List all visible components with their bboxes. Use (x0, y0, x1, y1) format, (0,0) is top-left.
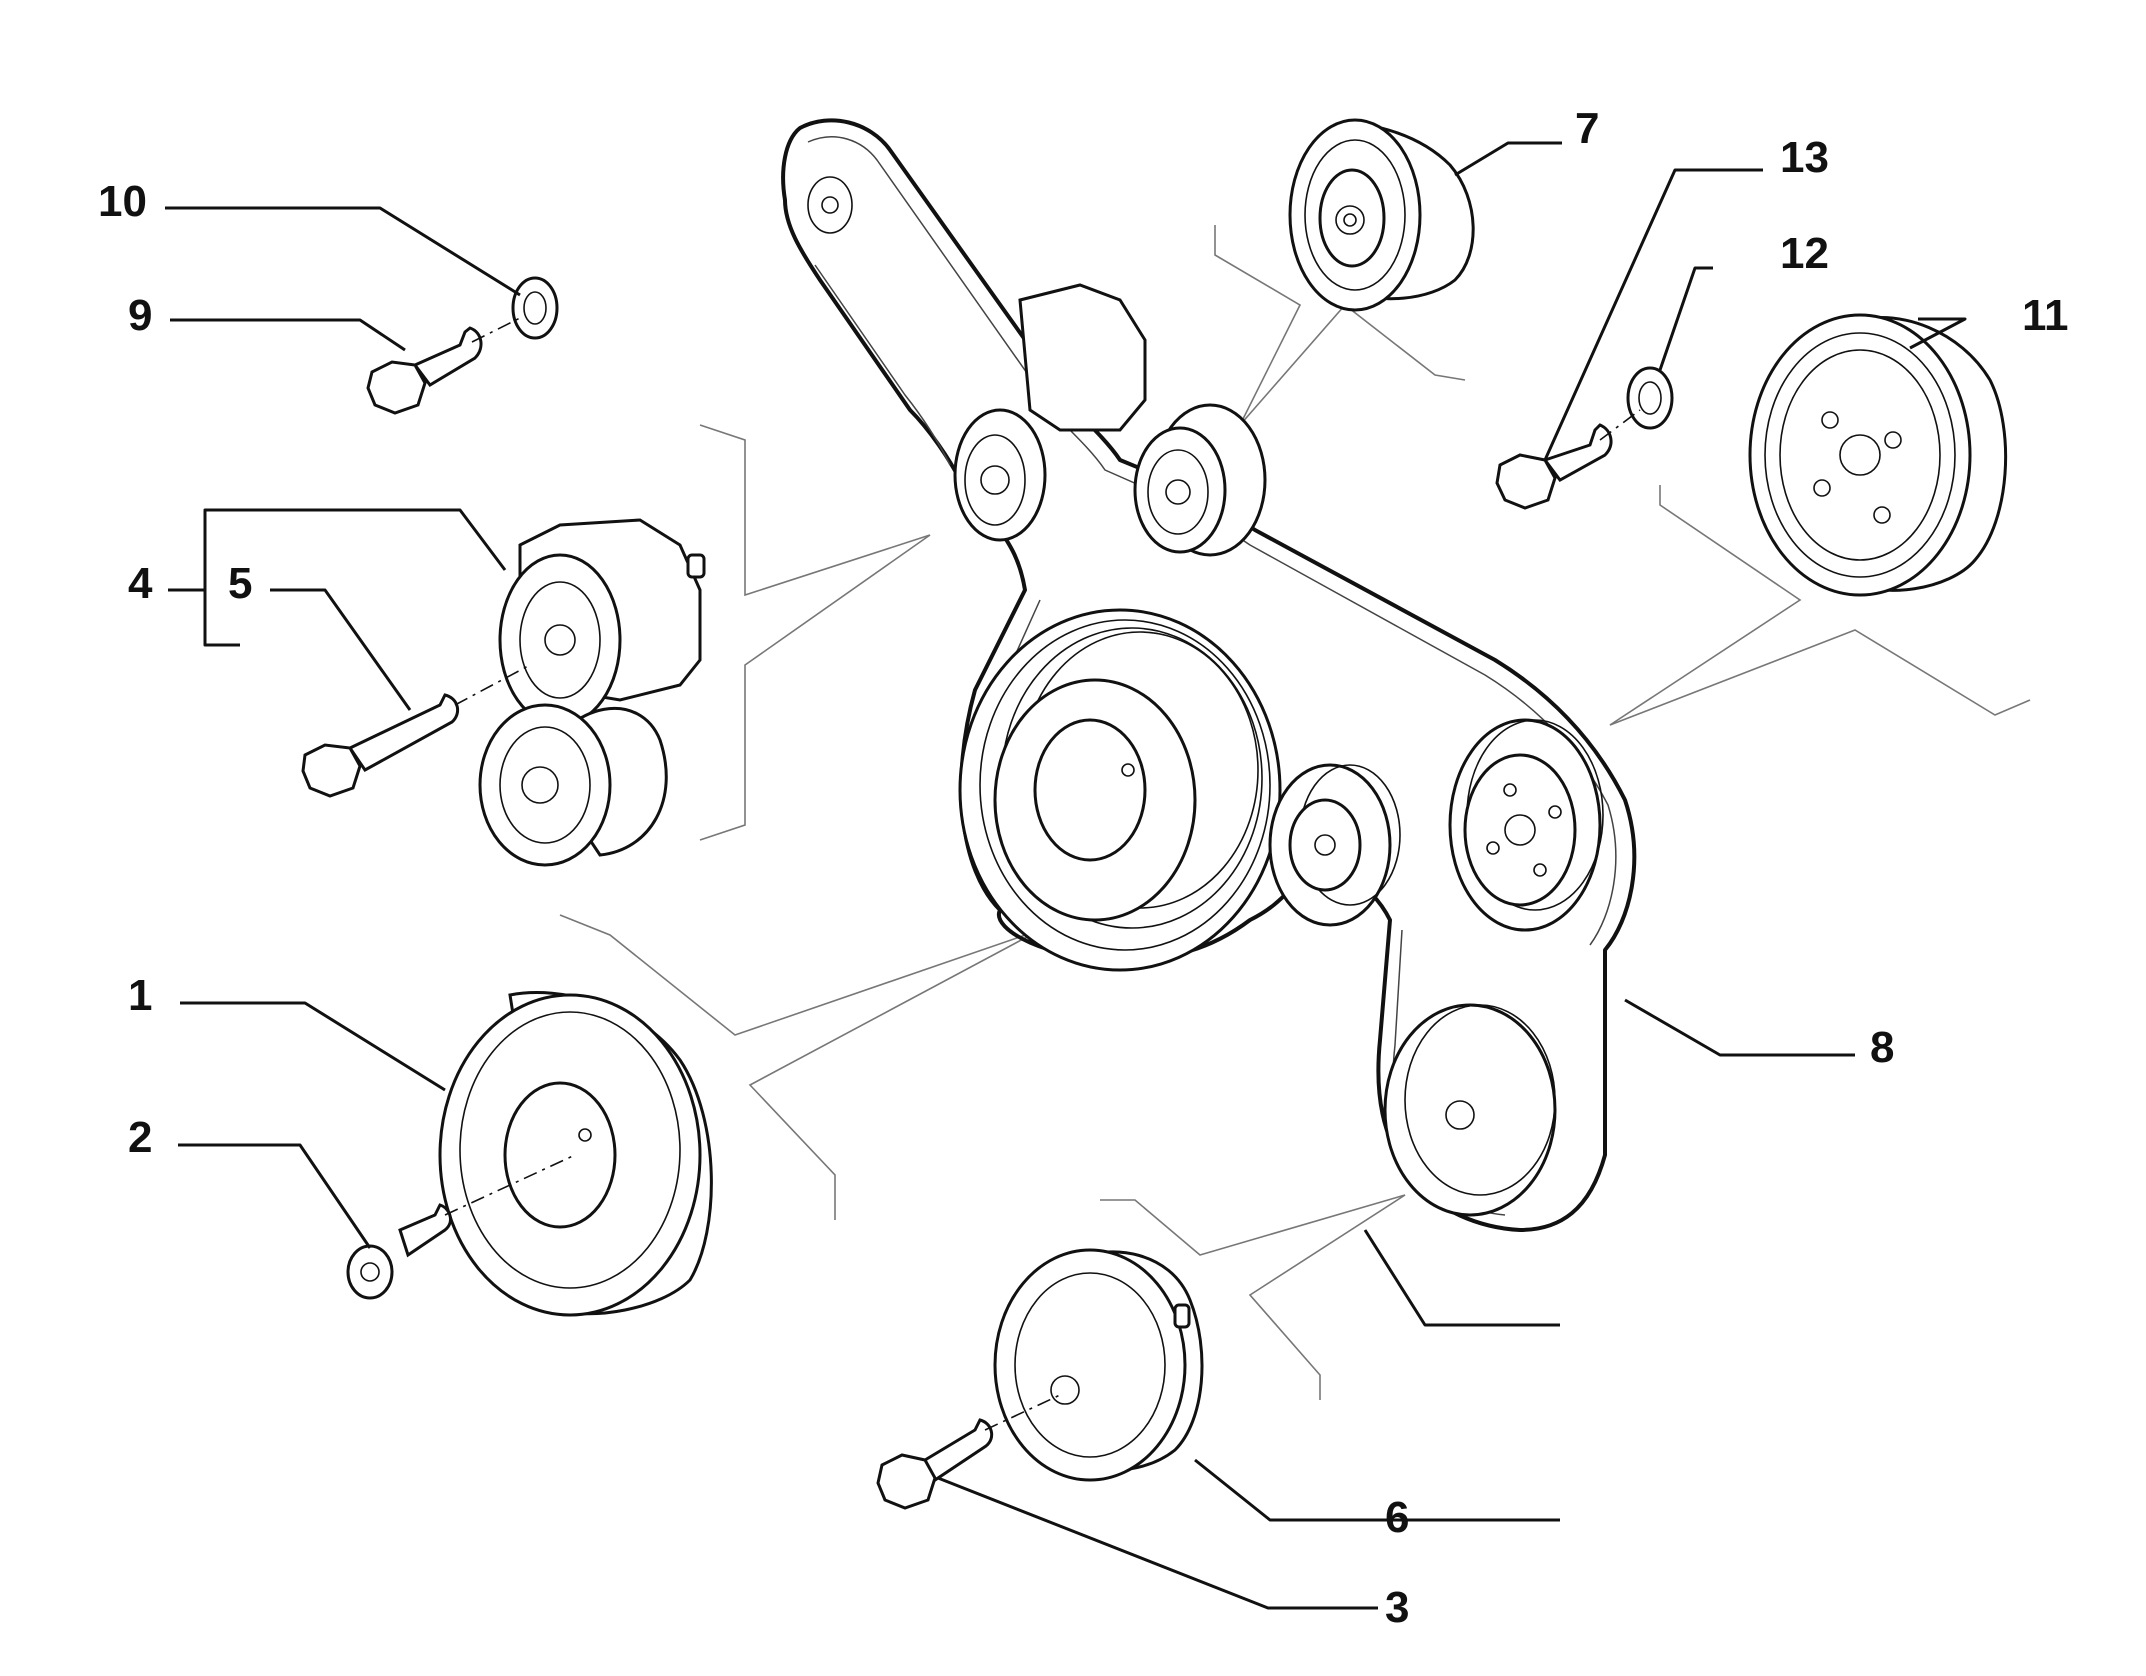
part-12-washer (1626, 366, 1674, 430)
callout-6: 6 (1385, 1493, 1409, 1542)
callout-8: 8 (1870, 1023, 1894, 1072)
part-11-pump-pulley (1748, 313, 2008, 597)
callout-11: 11 (2022, 291, 2069, 340)
callout-numbers: 1 2 3 4 5 6 7 8 9 10 11 12 13 (98, 104, 2069, 1632)
callout-7: 7 (1575, 104, 1599, 153)
callout-9: 9 (128, 291, 152, 340)
part-5-bolt (301, 664, 531, 798)
part-4-tensioner (478, 518, 706, 867)
part-3-bolt (876, 1394, 1061, 1510)
callout-2: 2 (128, 1113, 152, 1162)
belt-alternator-pulley (1383, 1003, 1557, 1217)
leader-8 (1624, 998, 1855, 1057)
callout-10: 10 (98, 177, 147, 226)
belt-top-pulley (807, 176, 853, 234)
part-13-bolt (1495, 409, 1641, 510)
part-9-bolt (366, 317, 521, 415)
callout-4: 4 (128, 559, 153, 608)
part-1-crank-pulley (438, 991, 713, 1317)
callout-12: 12 (1780, 229, 1829, 278)
belt-pump-pulley (1448, 718, 1604, 932)
callout-5: 5 (228, 559, 252, 608)
belt-tensioner-in-situ (953, 283, 1147, 542)
part-10-washer (511, 276, 559, 340)
belt-upper-idler (1133, 403, 1267, 557)
callout-1: 1 (128, 971, 152, 1020)
part-6-idler-pulley (993, 1248, 1204, 1482)
belt-idler-lower (1268, 763, 1401, 927)
part-7-idler-pulley (1288, 118, 1475, 312)
belt-crank-pulley (958, 608, 1282, 972)
guide-lines (559, 225, 2031, 1400)
callout-3: 3 (1385, 1583, 1409, 1632)
callout-13: 13 (1780, 133, 1829, 182)
part-2-bolt (346, 1154, 576, 1300)
leader-lines (165, 141, 1967, 1610)
